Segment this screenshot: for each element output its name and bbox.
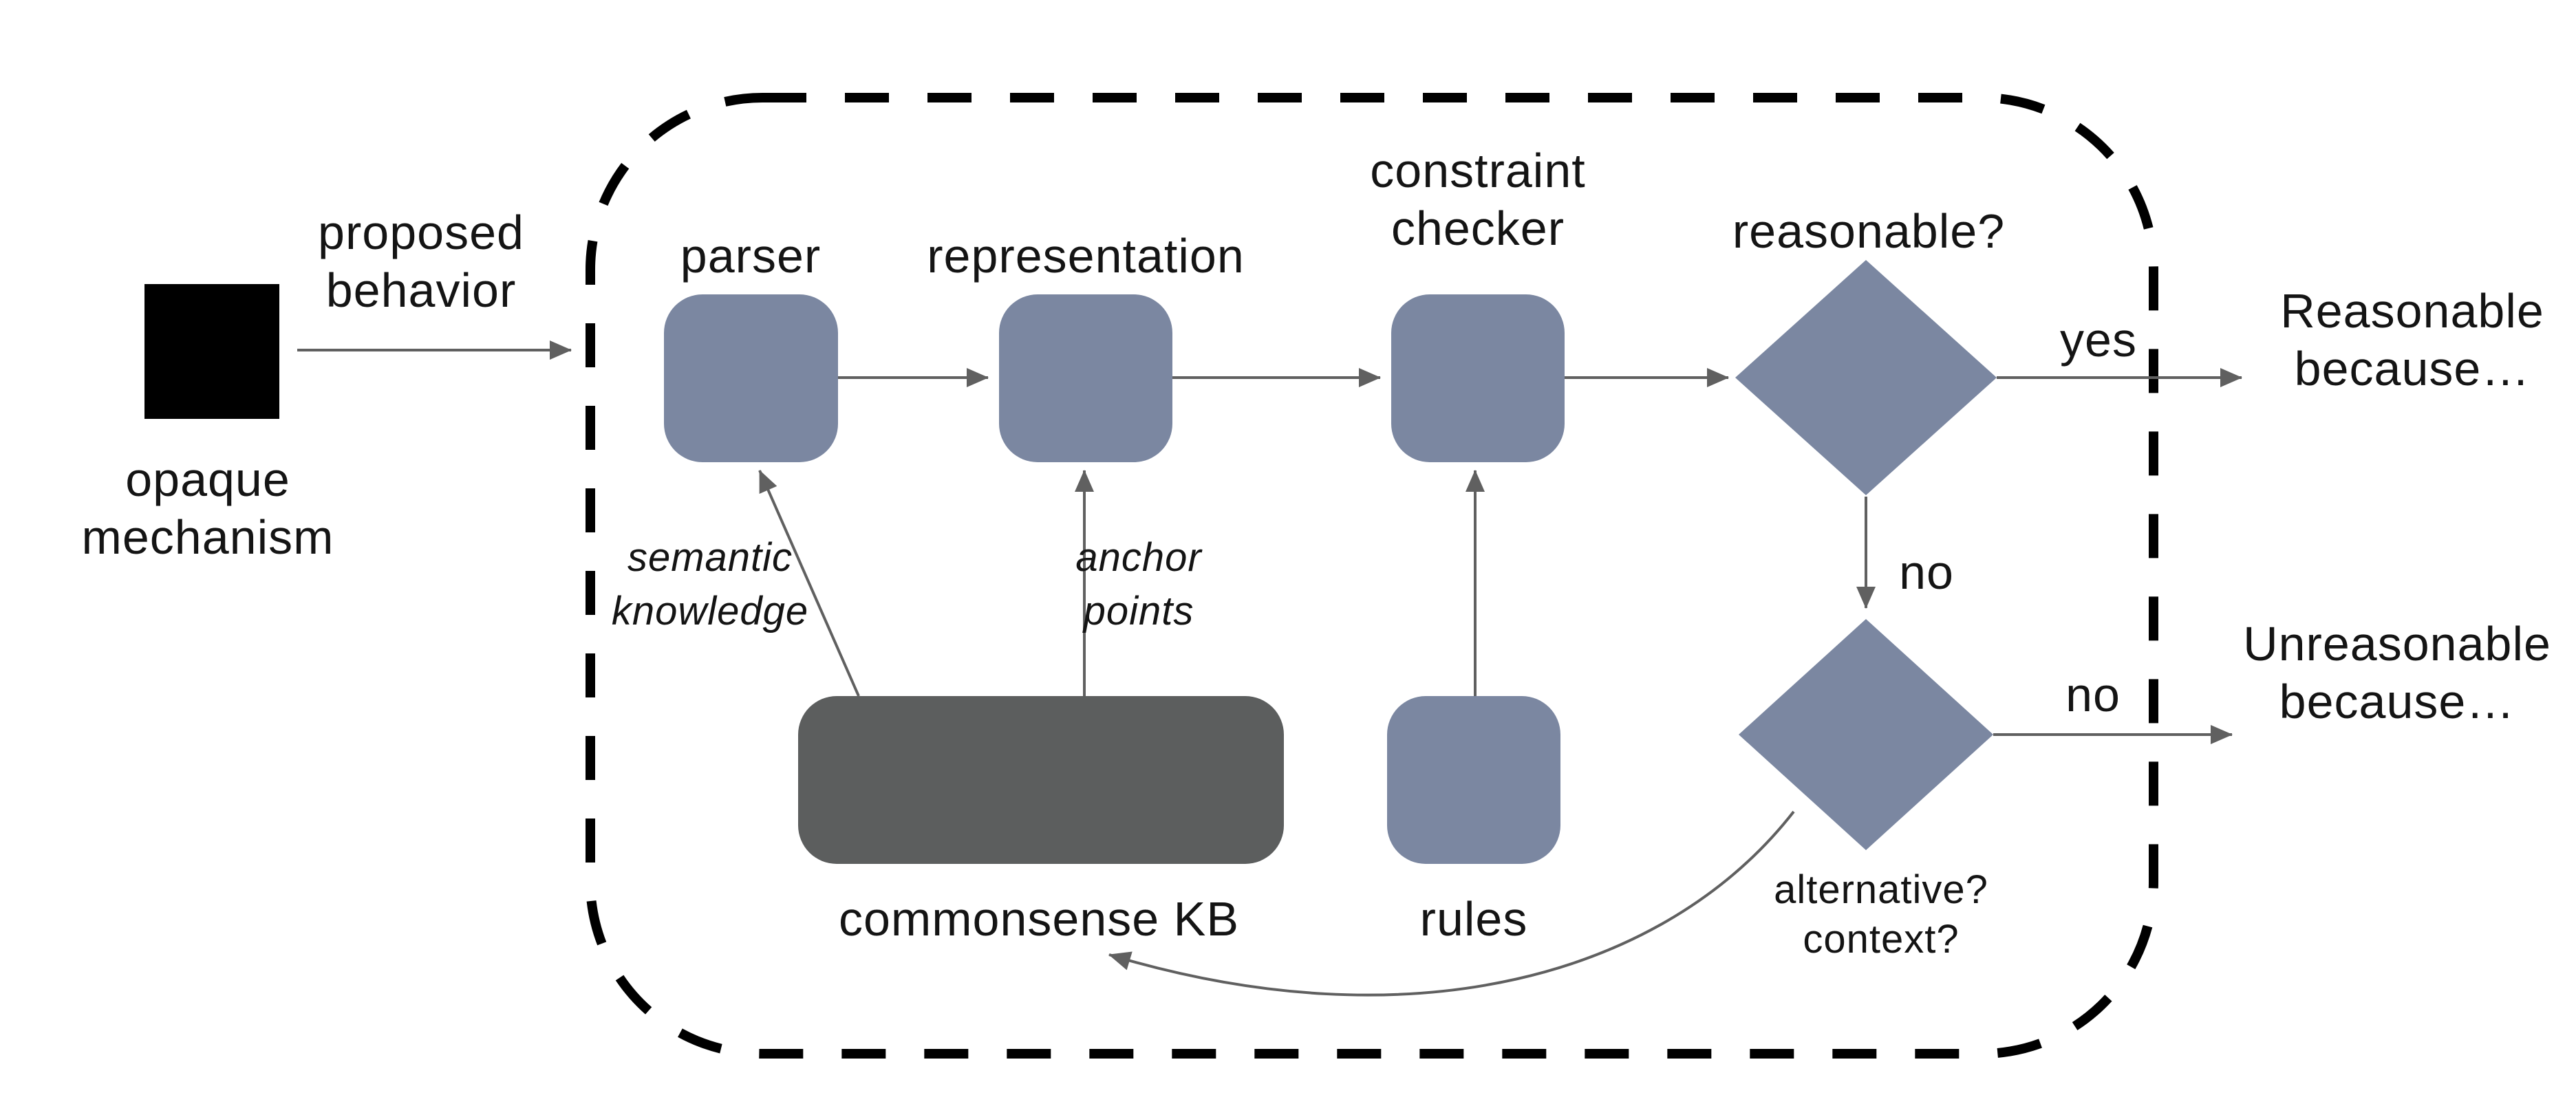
- yes-branch-label: yes: [2060, 313, 2137, 367]
- constraint-checker-node: [1391, 294, 1565, 462]
- parser-label: parser: [680, 229, 822, 283]
- representation-node: [999, 294, 1172, 462]
- unreasonable-because-line2: because…: [2279, 675, 2515, 728]
- proposed-behavior-line2: behavior: [325, 263, 517, 317]
- anchor-points-line2: points: [1083, 588, 1194, 633]
- no-branch-right-label: no: [2065, 668, 2121, 722]
- reasonable-question-label: reasonable?: [1732, 204, 2006, 258]
- alternative-context-line2: context?: [1803, 916, 1960, 962]
- parser-node: [664, 294, 838, 462]
- opaque-mechanism-box: [144, 284, 279, 419]
- reasonable-because-line1: Reasonable: [2280, 284, 2544, 338]
- semantic-knowledge-label: semantic knowledge: [612, 531, 808, 638]
- proposed-behavior-line1: proposed: [318, 206, 524, 259]
- unreasonable-because-label: Unreasonable because…: [2243, 615, 2551, 730]
- no-branch-down-label: no: [1899, 545, 1954, 599]
- anchor-points-line1: anchor: [1075, 535, 1202, 580]
- anchor-points-label: anchor points: [1075, 531, 1201, 638]
- unreasonable-because-line1: Unreasonable: [2243, 617, 2551, 671]
- constraint-checker-line2: checker: [1391, 202, 1565, 255]
- opaque-mechanism-label: opaque mechanism: [82, 451, 334, 566]
- alternative-context-label: alternative? context?: [1774, 865, 1988, 964]
- opaque-mechanism-line2: mechanism: [81, 510, 334, 564]
- proposed-behavior-label: proposed behavior: [318, 204, 524, 319]
- alternative-decision-diamond: [1739, 619, 1993, 850]
- alternative-context-line1: alternative?: [1774, 867, 1988, 912]
- constraint-checker-label: constraint checker: [1370, 142, 1585, 257]
- edge-kb-to-parser-semantic-knowledge: [758, 470, 860, 697]
- edge-alternative-to-kb-curved: [1108, 810, 1795, 997]
- semantic-knowledge-line2: knowledge: [611, 588, 809, 633]
- semantic-knowledge-line1: semantic: [627, 535, 793, 580]
- reasonable-decision-diamond: [1735, 260, 1997, 495]
- rules-label: rules: [1419, 892, 1528, 946]
- reasonable-because-line2: because…: [2294, 342, 2531, 395]
- commonsense-kb-label: commonsense KB: [838, 892, 1240, 946]
- opaque-mechanism-line1: opaque: [125, 453, 290, 506]
- constraint-checker-line1: constraint: [1370, 144, 1586, 197]
- rules-node: [1387, 696, 1560, 864]
- system-boundary-dashed-border: [586, 93, 2158, 1059]
- commonsense-kb-node: [798, 696, 1284, 864]
- reasonable-because-label: Reasonable because…: [2280, 282, 2544, 398]
- representation-label: representation: [927, 229, 1245, 283]
